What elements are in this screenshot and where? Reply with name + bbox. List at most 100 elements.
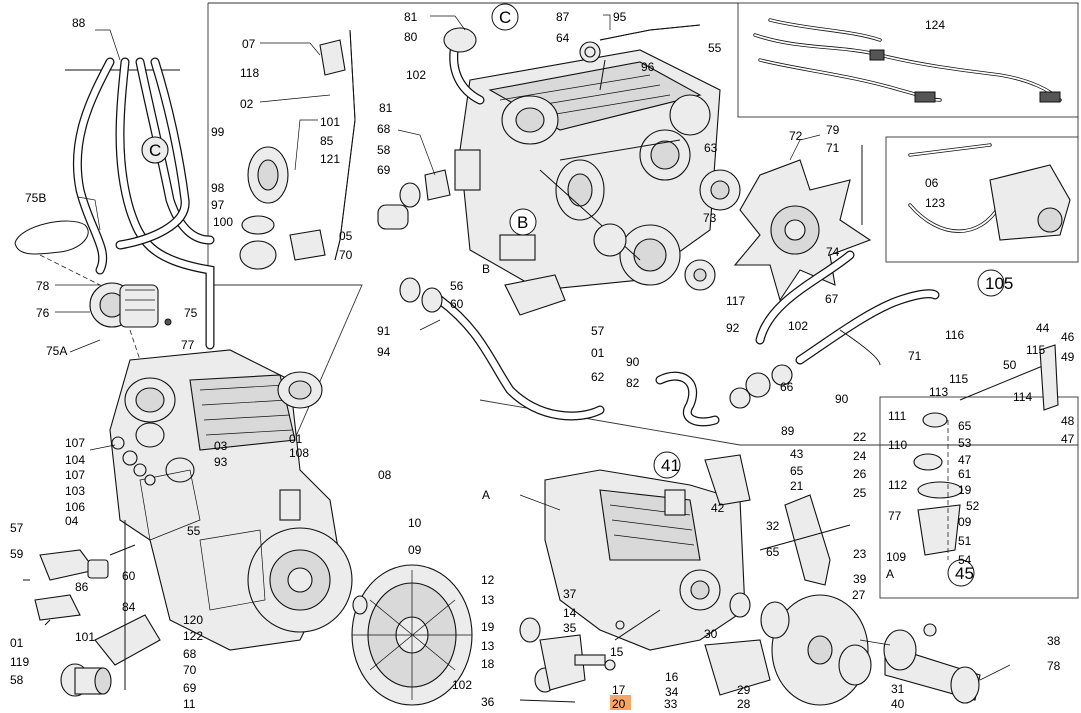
part-label[interactable]: 103 <box>65 484 85 498</box>
part-label[interactable]: 61 <box>958 467 972 481</box>
part-label[interactable]: 56 <box>450 279 464 293</box>
part-label[interactable]: 13 <box>481 639 495 653</box>
part-label[interactable]: 65 <box>790 464 804 478</box>
part-label[interactable]: 88 <box>72 16 86 30</box>
part-label[interactable]: 99 <box>211 125 225 139</box>
part-label[interactable]: 49 <box>1061 350 1075 364</box>
part-label[interactable]: 106 <box>65 500 85 514</box>
part-label[interactable]: 80 <box>404 30 418 44</box>
part-label[interactable]: 63 <box>704 141 718 155</box>
part-label[interactable]: 47 <box>1061 432 1075 446</box>
part-label[interactable]: 26 <box>853 467 867 481</box>
part-label[interactable]: 91 <box>377 324 391 338</box>
part-label[interactable]: 122 <box>183 629 203 643</box>
part-label[interactable]: 75A <box>46 344 67 358</box>
part-label[interactable]: 52 <box>966 499 980 513</box>
part-label[interactable]: 43 <box>790 447 804 461</box>
part-label[interactable]: 98 <box>211 181 225 195</box>
part-label[interactable]: 10 <box>408 516 422 530</box>
part-label[interactable]: 118 <box>240 66 259 80</box>
part-label[interactable]: 51 <box>958 534 972 548</box>
part-label[interactable]: 01 <box>10 636 24 650</box>
part-label[interactable]: 77 <box>181 338 195 352</box>
part-label[interactable]: 92 <box>726 321 740 335</box>
part-label[interactable]: 35 <box>563 621 577 635</box>
part-label[interactable]: 12 <box>481 573 495 587</box>
part-label[interactable]: 117 <box>726 294 745 308</box>
part-label[interactable]: 111 <box>888 409 907 423</box>
part-label[interactable]: 19 <box>958 483 972 497</box>
part-label[interactable]: 25 <box>853 486 867 500</box>
part-label[interactable]: 57 <box>10 521 24 535</box>
part-label[interactable]: 38 <box>1047 634 1061 648</box>
part-label[interactable]: 09 <box>408 543 422 557</box>
part-label[interactable]: 59 <box>10 547 24 561</box>
part-label[interactable]: 65 <box>958 419 972 433</box>
part-label[interactable]: 58 <box>10 673 24 687</box>
part-label[interactable]: 78 <box>1047 659 1061 673</box>
part-label[interactable]: A <box>482 488 490 502</box>
part-label[interactable]: 70 <box>339 248 353 262</box>
part-label[interactable]: 79 <box>826 123 840 137</box>
part-label[interactable]: 04 <box>65 514 79 528</box>
part-label[interactable]: 42 <box>711 501 725 515</box>
part-label[interactable]: 104 <box>65 453 85 467</box>
part-label[interactable]: 81 <box>404 10 418 24</box>
part-label[interactable]: 112 <box>888 478 907 492</box>
part-label[interactable]: 89 <box>781 424 795 438</box>
part-label[interactable]: 69 <box>183 681 197 695</box>
part-label[interactable]: 62 <box>591 370 605 384</box>
part-label[interactable]: 71 <box>908 349 922 363</box>
part-label[interactable]: 78 <box>36 279 50 293</box>
part-label[interactable]: 33 <box>664 697 678 711</box>
part-label[interactable]: 48 <box>1061 414 1075 428</box>
part-label[interactable]: 70 <box>183 663 197 677</box>
part-label[interactable]: 119 <box>10 655 29 669</box>
part-label[interactable]: 03 <box>214 439 228 453</box>
part-label[interactable]: 71 <box>826 141 840 155</box>
part-label[interactable]: 90 <box>835 392 849 406</box>
part-label[interactable]: 27 <box>852 588 866 602</box>
part-label[interactable]: 44 <box>1036 321 1050 335</box>
part-label[interactable]: 16 <box>665 670 679 684</box>
part-label[interactable]: 21 <box>790 479 804 493</box>
part-label[interactable]: 107 <box>65 468 85 482</box>
part-label[interactable]: 72 <box>789 129 803 143</box>
part-label[interactable]: 01 <box>591 346 605 360</box>
part-label[interactable]: 121 <box>320 152 340 166</box>
part-label[interactable]: 53 <box>958 436 972 450</box>
part-label[interactable]: 101 <box>320 115 340 129</box>
part-label[interactable]: 120 <box>183 613 203 627</box>
part-label[interactable]: 05 <box>339 229 353 243</box>
part-label[interactable]: 55 <box>708 41 722 55</box>
part-label[interactable]: 86 <box>75 580 89 594</box>
part-label[interactable]: 47 <box>958 453 972 467</box>
part-label[interactable]: 95 <box>613 10 627 24</box>
part-label[interactable]: 94 <box>377 345 391 359</box>
part-label[interactable]: 90 <box>626 355 640 369</box>
part-label[interactable]: 115 <box>1026 343 1045 357</box>
part-label[interactable]: 81 <box>379 101 393 115</box>
part-label[interactable]: 73 <box>703 211 717 225</box>
part-label[interactable]: 24 <box>853 449 867 463</box>
part-label[interactable]: 68 <box>377 122 391 136</box>
part-label[interactable]: 18 <box>481 657 495 671</box>
part-label[interactable]: 116 <box>945 328 964 342</box>
part-label[interactable]: 97 <box>211 198 225 212</box>
part-label[interactable]: 31 <box>891 682 905 696</box>
part-label[interactable]: 29 <box>737 683 751 697</box>
part-label[interactable]: 01 <box>289 432 303 446</box>
part-label[interactable]: 30 <box>704 627 718 641</box>
part-label[interactable]: 115 <box>949 372 968 386</box>
part-label[interactable]: 114 <box>1013 390 1032 404</box>
part-label[interactable]: 66 <box>780 380 794 394</box>
part-label[interactable]: 82 <box>626 376 640 390</box>
part-label[interactable]: 57 <box>591 324 605 338</box>
part-label[interactable]: 55 <box>187 524 201 538</box>
part-label[interactable]: 22 <box>853 430 867 444</box>
part-label[interactable]: 85 <box>320 134 334 148</box>
part-label[interactable]: 87 <box>556 10 570 24</box>
part-label[interactable]: 102 <box>788 319 808 333</box>
part-label[interactable]: 50 <box>1003 358 1017 372</box>
part-label[interactable]: 93 <box>214 455 228 469</box>
